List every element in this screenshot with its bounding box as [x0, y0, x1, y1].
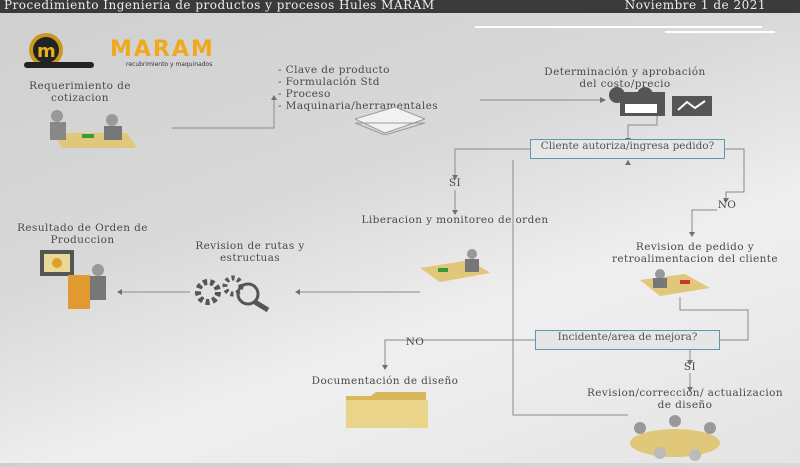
step-revision-correccion: Revision/correccion/ actualizacion de di…	[586, 387, 784, 411]
divider	[475, 26, 762, 28]
list-item: - Formulación Std	[278, 76, 380, 88]
presentation-icon	[40, 250, 120, 314]
step-requerimiento: Requerimiento de cotizacion	[29, 80, 131, 104]
trend-icon	[677, 100, 706, 111]
list-item: - Proceso	[278, 88, 331, 100]
step-determinacion: Determinación y aprobación del costo/pre…	[544, 66, 706, 90]
meeting-icon	[42, 108, 137, 157]
label-no: NO	[405, 336, 425, 348]
list-item: - Clave de producto	[278, 64, 390, 76]
step-revision-rutas: Revision de rutas y estructuas	[195, 240, 305, 264]
step-documentacion: Documentación de diseño	[311, 375, 459, 387]
label-si: SI	[448, 177, 462, 189]
step-liberacion: Liberacion y monitoreo de orden	[361, 214, 549, 226]
divider	[665, 31, 775, 33]
desk-worker-icon	[420, 248, 490, 287]
date: Noviembre 1 de 2021	[624, 0, 766, 12]
documents-icon	[353, 105, 427, 139]
label-si: SI	[683, 361, 697, 373]
step-revision-pedido: Revision de pedido y retroalimentacion d…	[611, 241, 779, 265]
decision-incidente: Incidente/area de mejora?	[535, 330, 720, 350]
gears-search-icon	[193, 272, 293, 316]
decision-cliente: Cliente autoriza/ingresa pedido?	[530, 139, 725, 159]
desk-worker-icon	[640, 268, 710, 302]
team-meeting-icon	[620, 413, 730, 467]
svg-text:m: m	[37, 41, 56, 62]
svg-text:recubrimiento y maquinados: recubrimiento y maquinados	[126, 61, 212, 68]
maram-logo: m MARAM recubrimiento y maquinados	[18, 32, 248, 72]
label-no: NO	[717, 199, 737, 211]
calculator-icon	[605, 86, 715, 120]
page-title: Procedimiento Ingeniería de productos y …	[4, 0, 435, 12]
header-bar: Procedimiento Ingeniería de productos y …	[0, 0, 800, 13]
step-resultado: Resultado de Orden de Produccion	[17, 222, 148, 246]
svg-text:MARAM: MARAM	[110, 37, 215, 62]
folder-icon	[346, 392, 428, 432]
